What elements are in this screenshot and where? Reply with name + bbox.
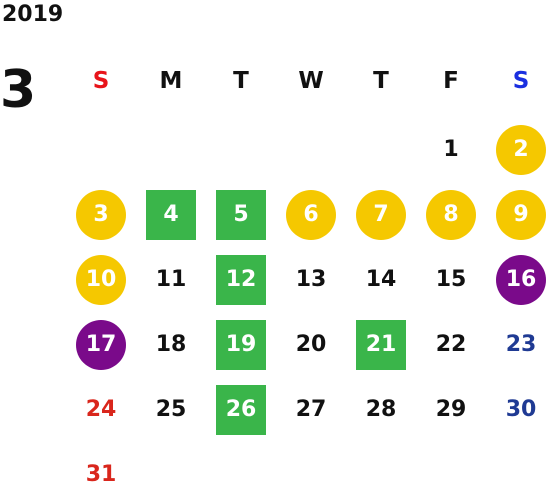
day-cell-square: 19	[216, 320, 266, 370]
day-cell: 27	[295, 397, 327, 422]
weekday-label: T	[373, 68, 389, 94]
day-cell-circle: 8	[426, 190, 476, 240]
day-cell-circle: 6	[286, 190, 336, 240]
day-cell: 30	[505, 397, 537, 422]
weekday-label: S	[92, 68, 110, 94]
day-cell: 14	[365, 267, 397, 292]
day-cell: 23	[505, 332, 537, 357]
day-cell-circle: 17	[76, 320, 126, 370]
day-cell: 1	[443, 137, 459, 162]
weekday-label: F	[443, 68, 459, 94]
day-cell-square: 12	[216, 255, 266, 305]
day-cell-circle: 2	[496, 125, 546, 175]
weekday-label: S	[512, 68, 530, 94]
weekday-label: T	[233, 68, 249, 94]
day-cell-circle: 16	[496, 255, 546, 305]
day-cell: 28	[365, 397, 397, 422]
day-cell: 13	[295, 267, 327, 292]
day-cell: 18	[155, 332, 187, 357]
day-cell-circle: 10	[76, 255, 126, 305]
day-cell: 24	[85, 397, 117, 422]
day-cell-square: 4	[146, 190, 196, 240]
calendar-month: 3	[0, 60, 37, 120]
day-cell: 22	[435, 332, 467, 357]
day-cell-square: 5	[216, 190, 266, 240]
calendar-year: 2019	[2, 2, 64, 27]
day-cell: 11	[155, 267, 187, 292]
weekday-label: M	[159, 68, 183, 94]
day-cell-circle: 3	[76, 190, 126, 240]
day-cell: 20	[295, 332, 327, 357]
day-cell: 31	[85, 462, 117, 487]
day-cell-square: 26	[216, 385, 266, 435]
day-cell: 29	[435, 397, 467, 422]
day-cell-circle: 7	[356, 190, 406, 240]
day-cell: 15	[435, 267, 467, 292]
day-cell-square: 21	[356, 320, 406, 370]
day-cell: 25	[155, 397, 187, 422]
day-cell-circle: 9	[496, 190, 546, 240]
weekday-label: W	[298, 68, 324, 94]
